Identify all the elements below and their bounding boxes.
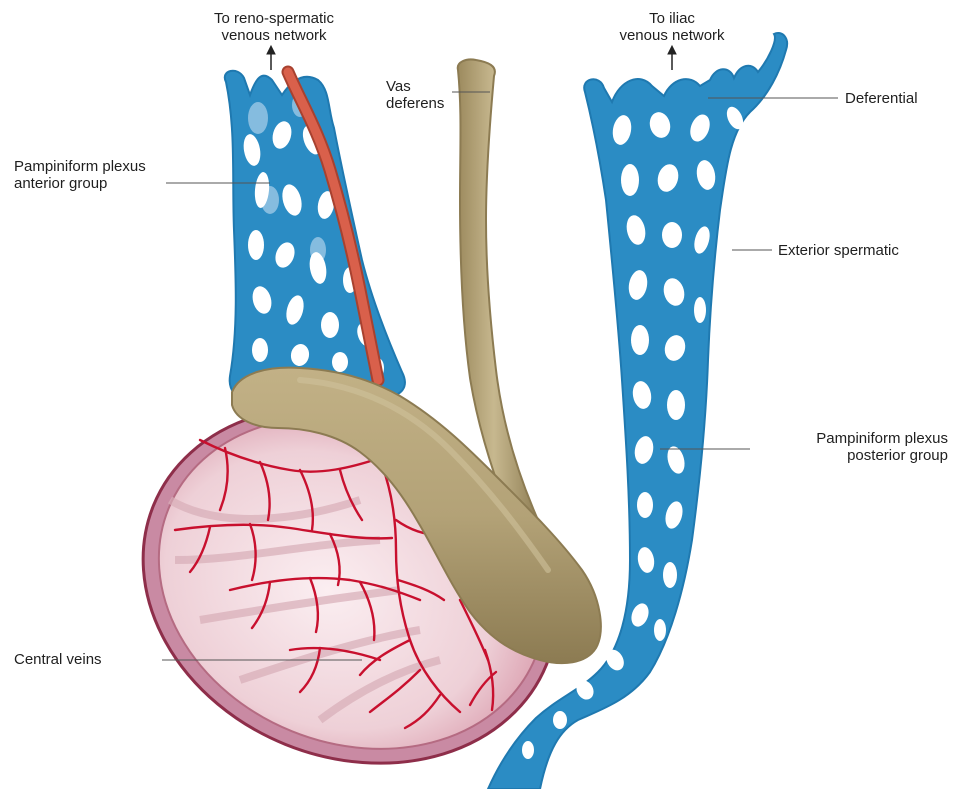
label-vas-deferens-line2: deferens [386, 95, 444, 112]
label-posterior-line2: posterior group [752, 447, 948, 464]
label-posterior-line1: Pampiniform plexus [752, 430, 948, 447]
label-iliac-line1: To iliac [610, 10, 734, 27]
label-pampiniform-posterior: Pampiniform plexus posterior group [752, 430, 948, 464]
arrow-up-icon [267, 46, 275, 70]
label-central-veins-text: Central veins [14, 651, 102, 668]
label-vas-deferens: Vas deferens [386, 78, 444, 112]
pampiniform-anterior-plexus [225, 71, 405, 400]
label-deferential-text: Deferential [845, 90, 918, 107]
label-iliac: To iliac venous network [610, 10, 734, 44]
label-deferential: Deferential [845, 90, 918, 107]
label-iliac-line2: venous network [610, 27, 734, 44]
label-pampiniform-anterior: Pampiniform plexus anterior group [14, 158, 146, 192]
label-reno-spermatic: To reno-spermatic venous network [186, 10, 362, 44]
label-vas-deferens-line1: Vas [386, 78, 444, 95]
label-anterior-line2: anterior group [14, 175, 146, 192]
label-exterior-spermatic: Exterior spermatic [778, 242, 899, 259]
label-central-veins: Central veins [14, 651, 102, 668]
arrow-up-icon [668, 46, 676, 70]
label-anterior-line1: Pampiniform plexus [14, 158, 146, 175]
label-reno-spermatic-line1: To reno-spermatic [186, 10, 362, 27]
label-exterior-spermatic-text: Exterior spermatic [778, 242, 899, 259]
label-reno-spermatic-line2: venous network [186, 27, 362, 44]
